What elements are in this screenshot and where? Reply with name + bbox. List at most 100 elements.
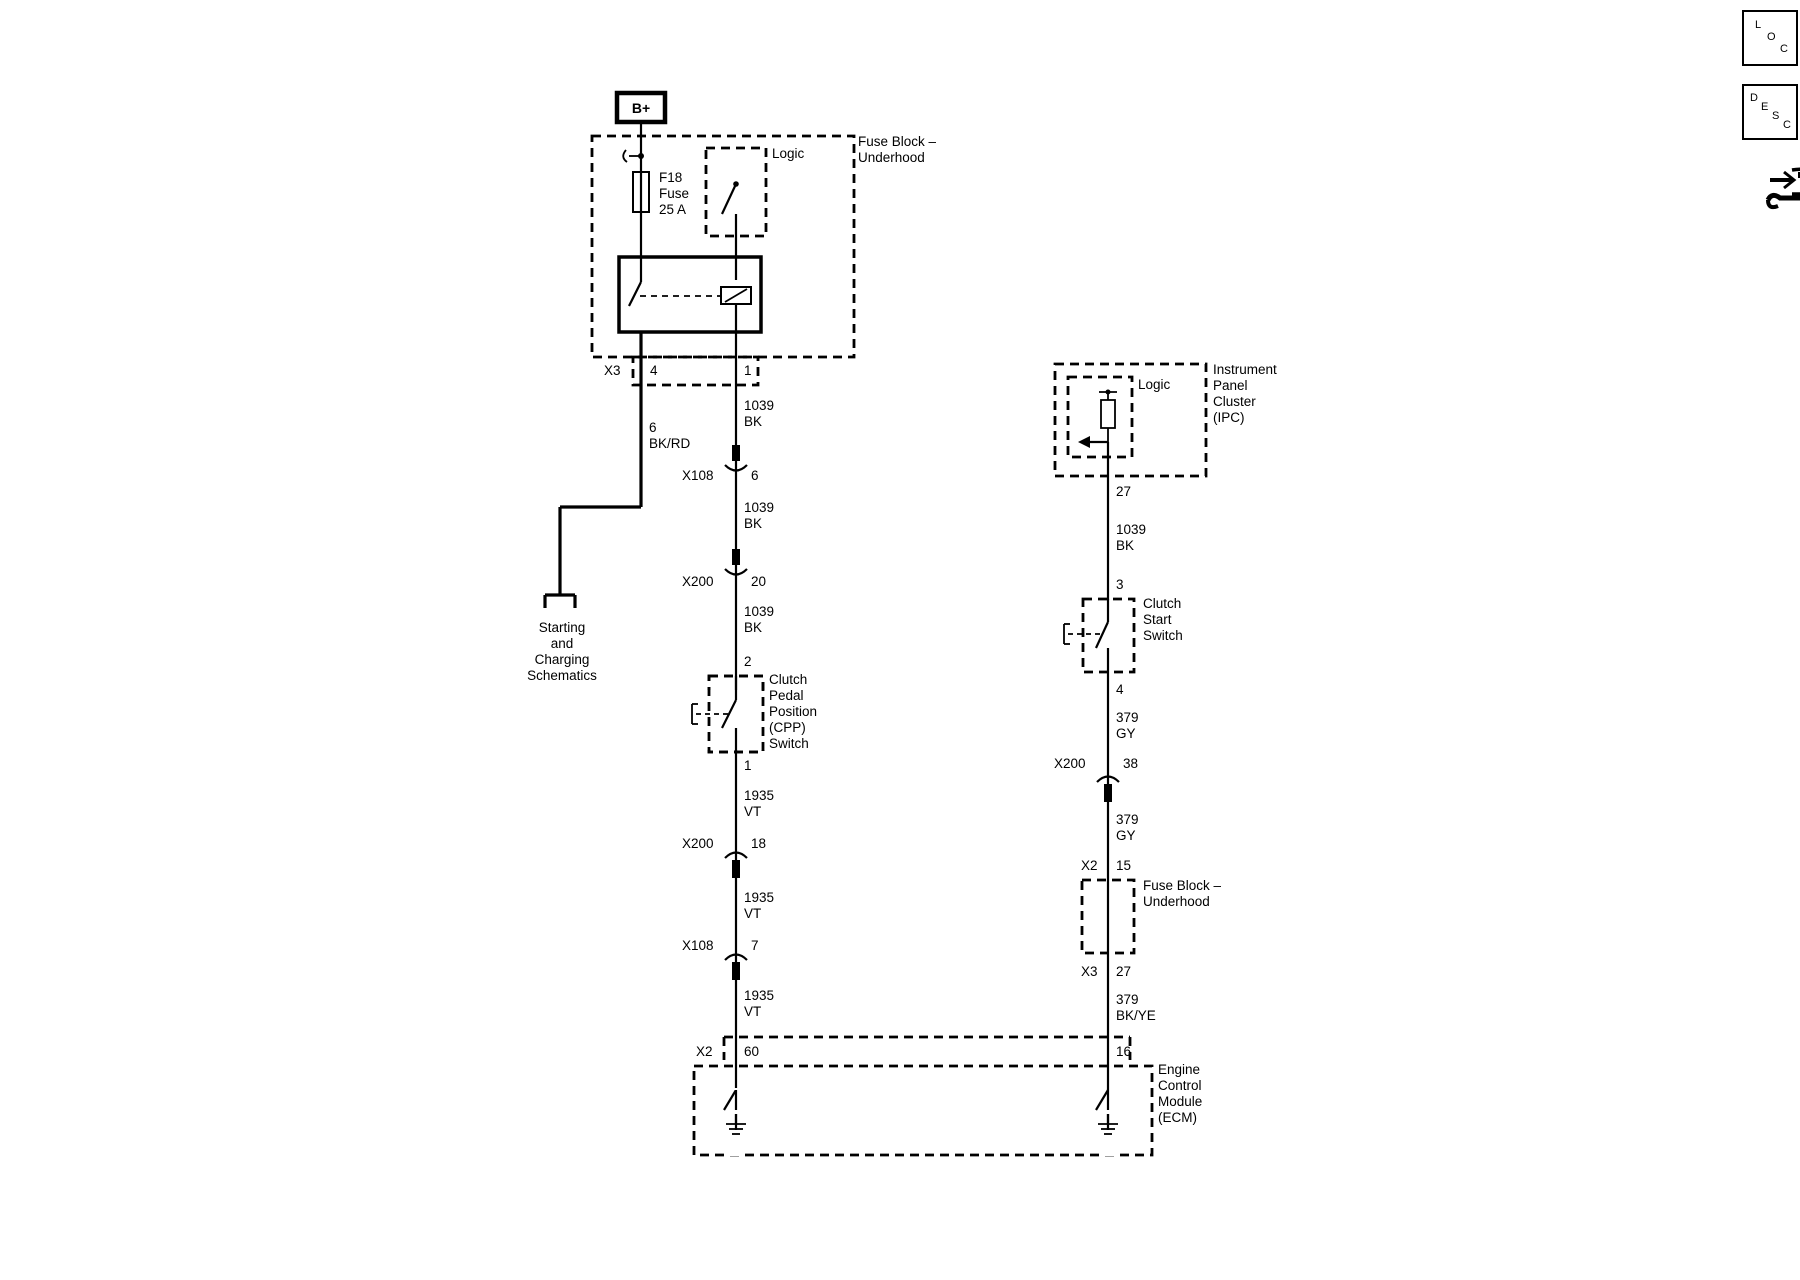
ecm-connector-x2: X2 [696, 1044, 713, 1059]
ecm-name-line4: (ECM) [1158, 1110, 1197, 1125]
start-switch-line1: Clutch [1143, 596, 1181, 611]
connector-wrench-icon[interactable] [1762, 158, 1800, 220]
center-conn2-name: X200 [682, 574, 714, 589]
center-conn4-name: X108 [682, 938, 714, 953]
right-fb-conn-top: X2 [1081, 858, 1098, 873]
cpp-switch-line4: (CPP) [769, 720, 806, 735]
right-fb-conn-bottom: X3 [1081, 964, 1098, 979]
right-fb-pin-bottom: 27 [1116, 964, 1131, 979]
right-fb-pin-top: 15 [1116, 858, 1131, 873]
wire-to-starting-charging: 6 BK/RD Starting and Charging Schematics [527, 332, 691, 683]
right-fb-line2: Underhood [1143, 894, 1210, 909]
battery-positive-label: B+ [632, 100, 650, 116]
location-button[interactable]: L O C [1742, 10, 1798, 66]
fuse-block-name-line1: Fuse Block – [858, 134, 937, 149]
fuse-block-logic-label: Logic [772, 146, 805, 161]
ecm-name-line2: Control [1158, 1078, 1202, 1093]
center-circuit-column: 1039 BK X108 6 1039 BK X200 20 1039 BK 2 [682, 332, 817, 1130]
desc-letter-s: S [1772, 110, 1780, 122]
desc-letter-c: C [1783, 119, 1791, 131]
ecm-pin-16: 16 [1116, 1044, 1131, 1059]
fuse-block-underhood-top: Fuse Block – Underhood Logic F18 Fuse 25… [590, 122, 937, 387]
center-conn3-pin: 18 [751, 836, 766, 851]
fuse-block-underhood-right: X2 15 Fuse Block – Underhood X3 27 [1080, 858, 1222, 979]
ecm-name-line3: Module [1158, 1094, 1202, 1109]
start-switch-line2: Start [1143, 612, 1172, 627]
center-wire6-circuit: 1935 [744, 988, 774, 1003]
desc-letter-d: D [1750, 92, 1758, 104]
battery-positive-block: B+ [614, 90, 668, 125]
clutch-start-switch: 3 Clutch Start Switch 4 [1063, 577, 1183, 697]
ipc-name-line3: Cluster [1213, 394, 1256, 409]
right-wire1-color: BK [1116, 538, 1134, 553]
cpp-switch-line2: Pedal [769, 688, 804, 703]
center-wire3-color: BK [744, 620, 762, 635]
right-wire2-circuit: 379 [1116, 710, 1139, 725]
center-conn2-pin: 20 [751, 574, 766, 589]
fuse-block-pin-4: 4 [650, 363, 658, 378]
engine-control-module: X2 60 16 Engine Control Module (ECM) [692, 1035, 1202, 1157]
start-switch-line3: Switch [1143, 628, 1183, 643]
center-wire2-circuit: 1039 [744, 500, 774, 515]
ecm-pin-60: 60 [744, 1044, 759, 1059]
right-conn1-name: X200 [1054, 756, 1086, 771]
right-wire3-circuit: 379 [1116, 812, 1139, 827]
right-conn1-pin: 38 [1123, 756, 1138, 771]
cpp-switch-line3: Position [769, 704, 817, 719]
relay-box [617, 255, 763, 334]
cpp-switch-pin-2: 2 [744, 654, 752, 669]
right-wire4-color: BK/YE [1116, 1008, 1156, 1023]
center-wire3-circuit: 1039 [744, 604, 774, 619]
center-conn1-name: X108 [682, 468, 714, 483]
left-wire-circuit: 6 [649, 420, 657, 435]
ipc-pin-27: 27 [1116, 484, 1131, 499]
center-wire1-color: BK [744, 414, 762, 429]
center-wire4-circuit: 1935 [744, 788, 774, 803]
center-wire2-color: BK [744, 516, 762, 531]
cpp-switch-line1: Clutch [769, 672, 807, 687]
fuse-block-name-line2: Underhood [858, 150, 925, 165]
right-wire1-circuit: 1039 [1116, 522, 1146, 537]
ref-starting-line2: and [551, 636, 574, 651]
fuse-id: F18 [659, 170, 682, 185]
cpp-switch-pin-1: 1 [744, 758, 752, 773]
right-wire3-color: GY [1116, 828, 1136, 843]
loc-letter-l: L [1755, 19, 1762, 31]
loc-letter-o: O [1767, 31, 1776, 43]
left-wire-color: BK/RD [649, 436, 691, 451]
ipc-name-line2: Panel [1213, 378, 1248, 393]
start-switch-pin-3: 3 [1116, 577, 1124, 592]
center-conn1-pin: 6 [751, 468, 759, 483]
ref-starting-line3: Charging [535, 652, 590, 667]
center-wire4-color: VT [744, 804, 761, 819]
center-conn4-pin: 7 [751, 938, 759, 953]
ref-starting-line4: Schematics [527, 668, 597, 683]
start-switch-pin-4: 4 [1116, 682, 1124, 697]
ref-starting-line1: Starting [539, 620, 586, 635]
ipc-name-line1: Instrument [1213, 362, 1277, 377]
center-wire1-circuit: 1039 [744, 398, 774, 413]
cpp-switch-line5: Switch [769, 736, 809, 751]
ecm-name-line1: Engine [1158, 1062, 1200, 1077]
fuse-block-connector-x3: X3 [604, 363, 621, 378]
ipc-resistor-symbol [1100, 399, 1116, 429]
right-wire2-color: GY [1116, 726, 1136, 741]
right-wire4-circuit: 379 [1116, 992, 1139, 1007]
description-button[interactable]: D E S C [1742, 84, 1798, 140]
center-wire5-color: VT [744, 906, 761, 921]
center-wire6-color: VT [744, 1004, 761, 1019]
right-circuit-column: Logic Instrument Panel Cluster (IPC) 27 … [1053, 362, 1277, 1130]
center-conn3-name: X200 [682, 836, 714, 851]
fuse-word: Fuse [659, 186, 689, 201]
center-wire5-circuit: 1935 [744, 890, 774, 905]
fuse-rating: 25 A [659, 202, 686, 217]
clutch-pedal-position-switch: 2 Clutch Pedal Position (CPP) Switch 1 [691, 654, 817, 773]
instrument-panel-cluster: Logic Instrument Panel Cluster (IPC) 27 [1053, 362, 1277, 499]
right-fb-line1: Fuse Block – [1143, 878, 1222, 893]
fuse-block-pin-1: 1 [744, 363, 752, 378]
ipc-name-line4: (IPC) [1213, 410, 1245, 425]
ipc-logic-label: Logic [1138, 377, 1171, 392]
loc-letter-c: C [1780, 43, 1788, 55]
desc-letter-e: E [1761, 101, 1769, 113]
